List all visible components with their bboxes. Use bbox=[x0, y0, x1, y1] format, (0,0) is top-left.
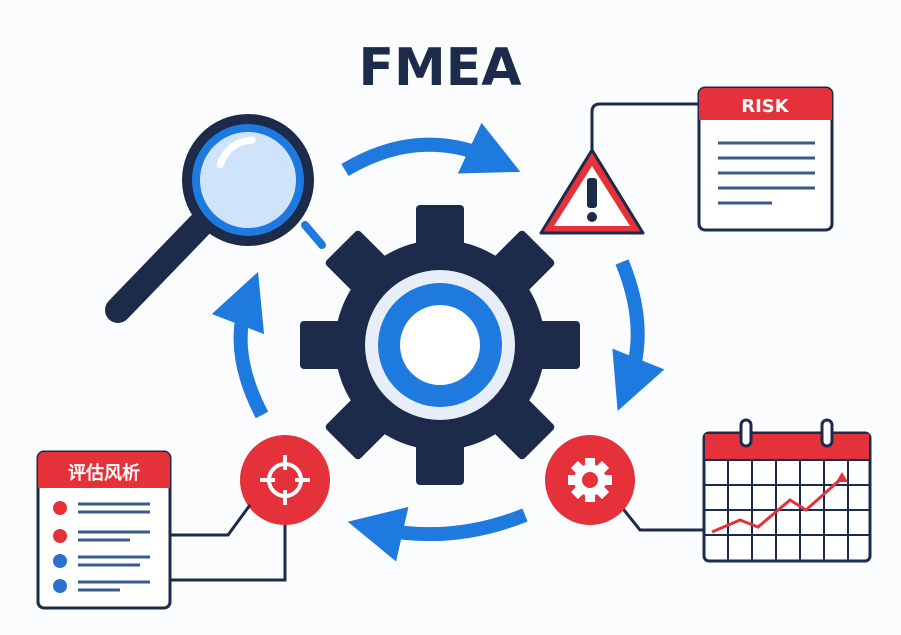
connector-line bbox=[170, 504, 287, 582]
connector-line bbox=[590, 102, 698, 150]
warning-icon bbox=[539, 148, 645, 235]
gear-icon bbox=[300, 205, 580, 485]
settings-badge-icon bbox=[545, 435, 635, 525]
arrow-left-icon bbox=[211, 271, 269, 419]
arrow-bottom-icon bbox=[347, 506, 528, 562]
target-badge-icon bbox=[240, 435, 330, 525]
risk-card: RISK bbox=[697, 86, 834, 232]
analysis-card: 评估风析 bbox=[36, 450, 172, 610]
magnifier-icon bbox=[105, 114, 326, 323]
calendar-chart-icon bbox=[702, 418, 872, 563]
connector-line bbox=[618, 504, 704, 532]
cycle-arrows bbox=[211, 122, 665, 562]
arrow-right-icon bbox=[612, 259, 665, 412]
analysis-card-title: 评估风析 bbox=[68, 462, 140, 484]
page-title: FMEA bbox=[358, 38, 521, 98]
arrow-top-icon bbox=[341, 122, 521, 177]
risk-card-title: RISK bbox=[741, 96, 790, 117]
